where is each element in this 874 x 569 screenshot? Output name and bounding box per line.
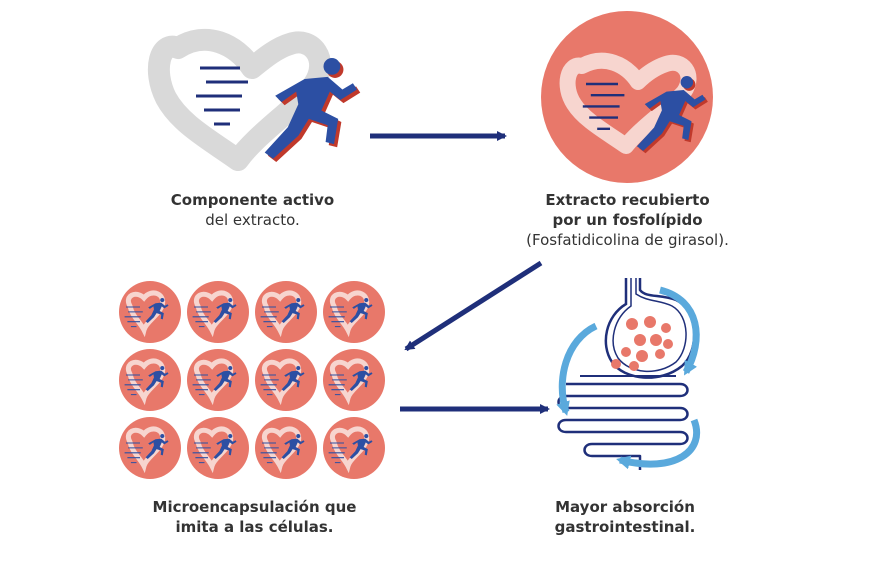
- caption-coated-line1: Extracto recubierto: [545, 191, 710, 209]
- capsule-icon: [187, 349, 249, 411]
- capsule-icon: [323, 349, 385, 411]
- coating-circle: [541, 11, 713, 183]
- caption-absorption-line1: Mayor absorción: [555, 498, 695, 516]
- coated-extract-illustration: [541, 11, 713, 183]
- capsule-icon: [323, 281, 385, 343]
- caption-active-component: Componente activo del extracto.: [140, 190, 365, 230]
- caption-absorption-line2: gastrointestinal.: [554, 518, 696, 536]
- caption-microencapsulation: Microencapsulación que imita a las célul…: [122, 497, 387, 537]
- capsule-icon: [255, 281, 317, 343]
- caption-micro-line2: imita a las células.: [175, 518, 334, 536]
- capsule-icon: [255, 417, 317, 479]
- caption-coated-extract: Extracto recubierto por un fosfolípido (…: [490, 190, 765, 250]
- capsule-icon: [255, 349, 317, 411]
- caption-absorption: Mayor absorción gastrointestinal.: [510, 497, 740, 537]
- caption-active-title: Componente activo: [170, 191, 335, 209]
- capsule-icon: [187, 417, 249, 479]
- speed-lines-icon: [194, 66, 250, 126]
- capsule-icon: [119, 281, 181, 343]
- capsule-icon: [119, 417, 181, 479]
- digestive-tract-icon: [556, 278, 701, 470]
- capsule-icon: [323, 417, 385, 479]
- capsule-icon: [187, 281, 249, 343]
- microcapsule-grid: [119, 281, 385, 479]
- caption-micro-line1: Microencapsulación que: [152, 498, 357, 516]
- cycle-arrow-icon: [556, 322, 598, 416]
- capsule-icon: [119, 349, 181, 411]
- active-component-illustration: [147, 28, 361, 171]
- cycle-arrow-icon: [658, 286, 700, 376]
- caption-active-subtitle: del extracto.: [205, 211, 300, 229]
- capsule-particles: [611, 316, 673, 371]
- caption-coated-line2: por un fosfolípido: [552, 211, 703, 229]
- cycle-arrow-icon: [616, 418, 701, 470]
- arrow-icon: [404, 260, 543, 352]
- caption-coated-note: (Fosfatidicolina de girasol).: [526, 231, 729, 249]
